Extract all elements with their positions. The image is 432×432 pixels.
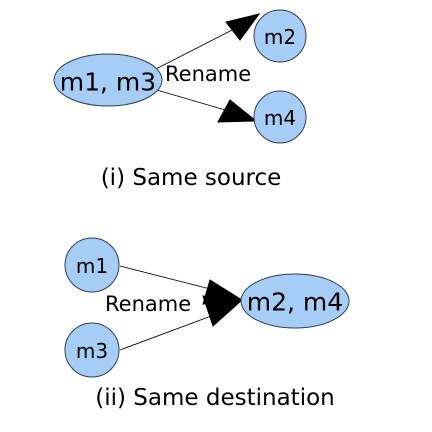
node-m2: m2 [253,9,307,63]
node-m1-shape [64,237,120,293]
node-m2-shape [253,9,307,63]
node-m4-shape [253,90,307,144]
edge-label-rename-top: Rename [165,62,251,86]
node-m2-label: m2 [264,25,296,49]
node-m1-m3-label: m1, m3 [60,68,156,97]
edge-to-m2 [149,26,239,73]
node-m4: m4 [253,90,307,144]
node-m1-label: m1 [76,254,108,278]
node-m1-m3-shape [53,53,163,107]
caption-same-source: (i) Same source [101,165,282,191]
arrow-head-to-m2 [225,13,261,41]
node-m1-m3: m1, m3 [53,53,163,107]
node-m4-label: m4 [264,106,296,130]
node-m3-shape [64,322,120,378]
node-m2-m4-shape [240,273,350,329]
edge-from-m3 [119,311,223,351]
edge-label-rename-bottom: Rename [105,292,191,316]
node-m3-label: m3 [76,339,108,363]
diagram-same-destination: m1 m3 m2, m4 Rename (ii) Same destinatio… [64,237,350,411]
arrow-head-to-m4 [217,99,258,123]
node-m3: m3 [64,322,120,378]
caption-same-destination: (ii) Same destination [95,385,334,411]
edge-from-m1 [119,265,223,293]
node-m1: m1 [64,237,120,293]
node-m2-m4-label: m2, m4 [247,288,343,317]
node-m2-m4: m2, m4 [240,273,350,329]
arrow-head-from-m3 [202,295,244,327]
diagram-same-source: m1, m3 m2 m4 Rename (i) Same source [53,9,307,191]
edge-to-m4 [149,87,233,113]
